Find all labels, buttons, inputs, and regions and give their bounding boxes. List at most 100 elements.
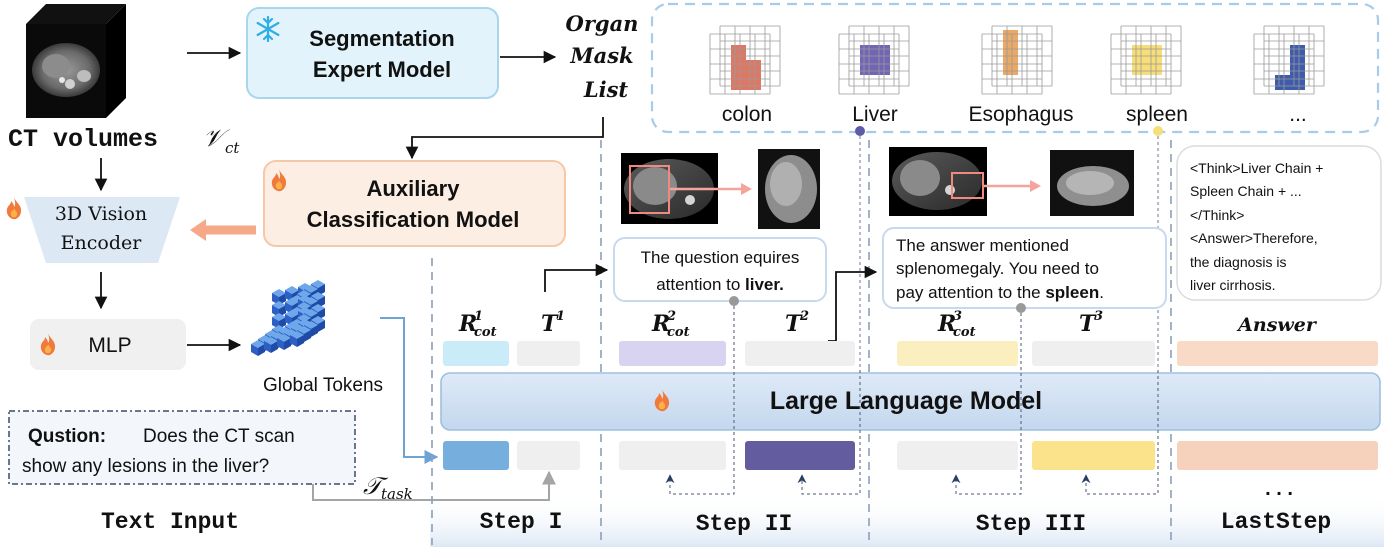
step-label-1: Step I — [480, 509, 563, 535]
token-r3-top — [897, 341, 1018, 366]
svg-text:cot: cot — [474, 325, 497, 340]
token-answer-top — [1177, 341, 1378, 366]
bubble1-text: attention to — [656, 275, 745, 294]
svg-text:Answer: Answer — [1236, 314, 1318, 336]
token-r2-input — [619, 441, 726, 470]
token-r3-input — [897, 441, 1018, 470]
llm-label: Large Language Model — [770, 387, 1042, 415]
svg-text:3D Vision: 3D Vision — [55, 203, 147, 225]
voxel-grid-icon — [709, 25, 781, 95]
svg-text:cot: cot — [953, 325, 976, 340]
svg-text:attention to liver.: attention to liver. — [656, 275, 784, 294]
mlp-box: MLP — [30, 319, 186, 370]
svg-text:pay attention to the spleen.: pay attention to the spleen. — [896, 283, 1104, 302]
voxel-grid-icon — [838, 25, 910, 95]
organ-label-esophagus: Esophagus — [968, 103, 1073, 126]
voxel-grids — [709, 25, 1325, 95]
svg-text:1: 1 — [556, 309, 565, 324]
token-t1-input — [517, 441, 580, 470]
arrow-tokens-to-input — [380, 317, 439, 464]
step-separators — [431, 140, 1172, 545]
voxel-grid-icon — [1110, 25, 1182, 95]
svg-text:The answer mentioned: The answer mentioned — [896, 236, 1069, 255]
svg-text:R: R — [651, 311, 670, 337]
think-answer-box: <Think>Liver Chain + Spleen Chain + ... … — [1176, 145, 1382, 301]
token-t2-top — [745, 341, 855, 366]
svg-text:The question equires: The question equires — [641, 248, 800, 267]
organ-panel — [650, 2, 1380, 134]
arrow-mask-to-aux — [405, 117, 604, 160]
svg-text:<Answer>Therefore,: <Answer>Therefore, — [1190, 230, 1318, 246]
text-input-label: Text Input — [101, 509, 239, 535]
svg-text:List: List — [583, 77, 629, 102]
step-label-2: Step II — [696, 511, 793, 537]
svg-text:R: R — [458, 311, 477, 337]
ct-slice-step3 — [889, 147, 1134, 216]
reasoning-bubble-1: The question equires attention to liver. — [613, 237, 827, 302]
svg-text:MLP: MLP — [88, 334, 131, 357]
input-token-row — [443, 441, 1378, 470]
voxel-grid-icon — [981, 25, 1053, 95]
token-t3-top — [1032, 341, 1155, 366]
seg-line2: Expert Model — [313, 57, 451, 82]
svg-text:show any lesions in the liver?: show any lesions in the liver? — [22, 456, 269, 477]
organ-label-colon: colon — [722, 103, 772, 126]
token-t3-input — [1032, 441, 1155, 470]
ellipsis-bottom: . . . — [1265, 478, 1293, 500]
svg-text:Classification Model: Classification Model — [307, 207, 520, 232]
ct-cube-icon — [26, 4, 126, 118]
llm-bar: Large Language Model — [440, 372, 1381, 431]
organ-label-liver: Liver — [852, 103, 898, 126]
token-cube-icon — [251, 280, 325, 356]
organ-label-spleen: spleen — [1126, 103, 1188, 126]
reasoning-bubble-2: The answer mentioned splenomegaly. You n… — [882, 227, 1167, 309]
svg-text:</Think>: </Think> — [1190, 207, 1244, 223]
seg-line1: Segmentation — [309, 26, 454, 51]
svg-text:Encoder: Encoder — [61, 232, 143, 254]
svg-text:2: 2 — [666, 309, 676, 324]
voxel-grid-icon — [1253, 25, 1325, 95]
svg-text:T: T — [1079, 311, 1097, 337]
spleen-dot — [1153, 126, 1163, 136]
snowflake-icon — [256, 15, 280, 43]
svg-text:Auxiliary: Auxiliary — [367, 176, 461, 201]
svg-text:2: 2 — [799, 309, 809, 324]
arrow-step1-to-step2 — [544, 263, 609, 292]
flame-icon — [6, 197, 22, 220]
output-token-row — [443, 341, 1378, 366]
task-symbol-sub: task — [381, 485, 413, 503]
svg-text:3: 3 — [1094, 309, 1103, 324]
svg-text:Organ: Organ — [566, 11, 639, 36]
vision-encoder: 3D Vision Encoder — [6, 197, 180, 263]
aux-classification-box: Auxiliary Classification Model — [263, 160, 566, 247]
svg-text:Does the CT scan: Does the CT scan — [143, 426, 295, 447]
svg-text:T: T — [541, 311, 559, 337]
token-r1-top — [443, 341, 509, 366]
token-r2-top — [619, 341, 726, 366]
liver-dot — [855, 126, 865, 136]
segmentation-model-box: Segmentation Expert Model — [246, 7, 499, 99]
bubble1-bold: liver. — [745, 275, 784, 294]
organ-mask-list-label: Organ Mask List — [566, 11, 639, 102]
step-label-3: Step III — [976, 511, 1086, 537]
step-label-last: LastStep — [1221, 509, 1331, 535]
bottom-band — [430, 495, 1384, 547]
arrow-question-to-t1 — [312, 470, 556, 501]
svg-text:3: 3 — [953, 309, 962, 324]
ct-slice-step2 — [621, 149, 820, 229]
svg-text:the diagnosis is: the diagnosis is — [1190, 254, 1287, 270]
token-t2-input — [745, 441, 855, 470]
svg-text:T: T — [785, 311, 803, 337]
token-global-input — [443, 441, 509, 470]
ct-caption: CT volumes — [8, 125, 158, 154]
svg-text:cot: cot — [667, 325, 690, 340]
token-answer-input — [1177, 441, 1378, 470]
ct-symbol-sub: ct — [225, 139, 240, 157]
svg-text:Spleen Chain + ...: Spleen Chain + ... — [1190, 183, 1302, 199]
svg-text:Mask: Mask — [569, 43, 633, 68]
feedback-arrows — [665, 306, 1159, 495]
svg-text:Qustion:: Qustion: — [28, 426, 106, 447]
token-labels: R 1 cot T 1 R 2 cot T 2 R 3 cot T 3 Answ… — [458, 309, 1318, 340]
